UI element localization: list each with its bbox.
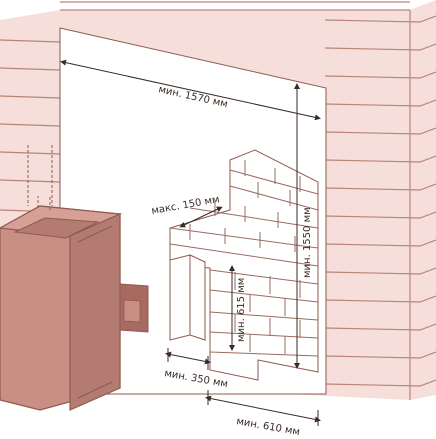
dim-line-max-gap (179, 206, 223, 228)
label-wall-opening-height: мин. 1550 мм (302, 207, 313, 278)
label-brick-height: мин. 615 мм (236, 278, 247, 342)
floor-post (169, 254, 206, 341)
log-lines-right (324, 10, 436, 400)
brick-screen (169, 149, 319, 381)
dim-lines (60, 59, 321, 426)
dim-line-brick-width (205, 395, 321, 423)
brick-courses (169, 160, 319, 357)
dim-line-width (60, 59, 321, 121)
sauna-stove (0, 145, 149, 411)
dim-line-clearance (165, 351, 211, 365)
log-lines-top (60, 1, 410, 11)
